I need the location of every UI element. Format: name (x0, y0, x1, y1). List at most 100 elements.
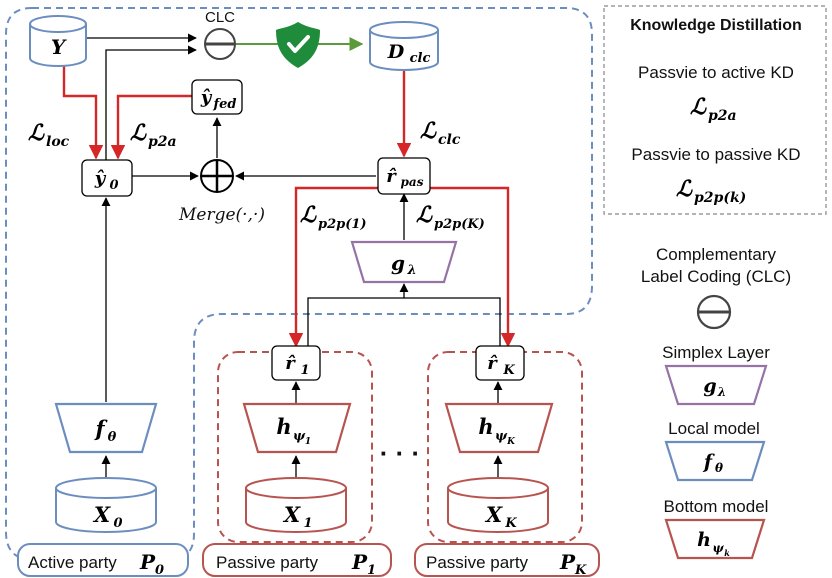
svg-text:CLC: CLC (205, 9, 235, 26)
kd-legend-box (603, 5, 827, 215)
loss-arrows (62, 62, 516, 348)
kd-p2a-symbol: ℒ p2a (690, 94, 737, 124)
svg-text:r̂: r̂ (487, 353, 498, 374)
legend-local-text: Local model (668, 419, 760, 438)
clc-dataset: D clc (369, 21, 439, 71)
svg-text:1: 1 (305, 437, 311, 447)
svg-text:ℒ: ℒ (28, 120, 45, 146)
passive-party-k-region (427, 351, 583, 543)
svg-text:0: 0 (109, 178, 118, 193)
svg-text:P: P (559, 550, 576, 574)
svg-text:h: h (697, 529, 711, 551)
svg-text:ℒ: ℒ (300, 202, 317, 228)
active-prediction: ŷ 0 (81, 159, 133, 197)
kd-legend-title: Knowledge Distillation (630, 17, 802, 34)
svg-text:h: h (478, 414, 493, 439)
svg-text:k: k (724, 548, 730, 558)
svg-text:K: K (502, 363, 515, 378)
svg-text:ŷ: ŷ (94, 168, 107, 189)
legend-local-shape: f θ (664, 440, 766, 482)
black-connectors (84, 33, 503, 480)
svg-text:clc: clc (438, 132, 461, 148)
svg-text:θ: θ (715, 461, 723, 475)
svg-text:pas: pas (401, 175, 424, 189)
legend-clc-line1: Complementary (656, 245, 776, 264)
svg-text:Y: Y (51, 35, 67, 59)
active-party-region (5, 7, 593, 561)
svg-text:0: 0 (113, 516, 122, 531)
svg-text:Active party: Active party (28, 553, 117, 572)
svg-text:r̂: r̂ (386, 166, 397, 187)
passive-aggregate: r̂ pas (377, 157, 431, 195)
svg-text:p2a: p2a (708, 108, 737, 124)
federated-prediction: ŷ fed (191, 79, 243, 115)
svg-text:clc: clc (410, 51, 431, 66)
passive-party-1-region (217, 351, 373, 543)
ellipsis: · · · (380, 438, 420, 468)
passive-party-k-label: Passive party P K (414, 543, 600, 578)
svg-text:X: X (92, 502, 111, 527)
loss-label-p2a: ℒ p2a (130, 120, 177, 150)
svg-text:p2p(K): p2p(K) (434, 217, 485, 232)
kd-p2p-text: Passvie to passive KD (631, 145, 800, 164)
svg-text:f: f (702, 451, 715, 473)
svg-text:ℒ: ℒ (690, 94, 707, 120)
svg-text:θ: θ (108, 430, 117, 445)
kd-p2a-text: Passvie to active KD (638, 63, 794, 82)
label-store-y: Y (29, 15, 87, 67)
svg-text:ψ: ψ (712, 541, 724, 555)
svg-text:K: K (504, 516, 517, 531)
svg-text:p2a: p2a (148, 134, 177, 150)
bottom-model-k: h ψ K (444, 402, 554, 454)
svg-text:D: D (387, 41, 405, 63)
svg-text:P: P (351, 550, 368, 574)
kd-p2p-symbol: ℒ p2p(k) (676, 176, 746, 206)
passive-representation-1: r̂ 1 (271, 345, 321, 381)
svg-text:K: K (574, 563, 587, 578)
simplex-layer: g λ (350, 240, 458, 284)
svg-text:ℒ: ℒ (130, 120, 147, 146)
svg-text:h: h (276, 414, 291, 439)
svg-text:0: 0 (155, 563, 164, 578)
svg-text:g: g (391, 251, 405, 275)
svg-text:ψ: ψ (293, 429, 306, 444)
loss-label-p2p-k: ℒ p2p(K) (416, 202, 485, 232)
svg-text:ℒ: ℒ (676, 176, 693, 202)
legend-clc-line2: Label Coding (CLC) (641, 267, 791, 286)
loss-label-clc: ℒ clc (420, 118, 461, 148)
svg-text:fed: fed (213, 97, 237, 112)
bottom-model-1: h ψ 1 (242, 402, 352, 454)
svg-text:K: K (506, 437, 516, 447)
local-model: f θ (54, 402, 158, 454)
legend-simplex-text: Simplex Layer (662, 343, 770, 362)
svg-text:λ: λ (717, 385, 726, 399)
passive-features-x1: X 1 (245, 477, 347, 533)
svg-text:ℒ: ℒ (420, 118, 437, 144)
svg-text:Merge(·,·): Merge(·,·) (178, 205, 265, 225)
svg-text:g: g (703, 375, 716, 397)
svg-text:r̂: r̂ (285, 353, 296, 374)
svg-text:loc: loc (46, 134, 70, 150)
svg-text:ℒ: ℒ (416, 202, 433, 228)
clc-operator: CLC (204, 9, 236, 60)
svg-text:1: 1 (300, 363, 309, 378)
shield-check-icon (276, 22, 320, 68)
legend-clc-icon (696, 294, 732, 330)
active-features-x0: X 0 (55, 477, 157, 533)
merge-operator: Merge(·,·) (178, 159, 265, 225)
svg-text:X: X (484, 502, 503, 527)
svg-text:Passive party: Passive party (426, 553, 529, 572)
svg-text:p2p(k): p2p(k) (694, 190, 746, 206)
legend-bottom-shape: h ψ k (664, 518, 766, 560)
svg-text:Passive party: Passive party (216, 553, 319, 572)
legend-simplex-shape: g λ (664, 364, 768, 406)
svg-text:ψ: ψ (495, 429, 508, 444)
passive-representation-k: r̂ K (475, 345, 525, 381)
loss-label-loc: ℒ loc (28, 120, 70, 150)
svg-text:λ: λ (406, 263, 416, 278)
loss-label-p2p-1: ℒ p2p(1) (300, 202, 367, 232)
legend-bottom-text: Bottom model (664, 497, 769, 516)
svg-text:ŷ: ŷ (200, 87, 213, 108)
passive-party-1-label: Passive party P 1 (202, 543, 392, 578)
